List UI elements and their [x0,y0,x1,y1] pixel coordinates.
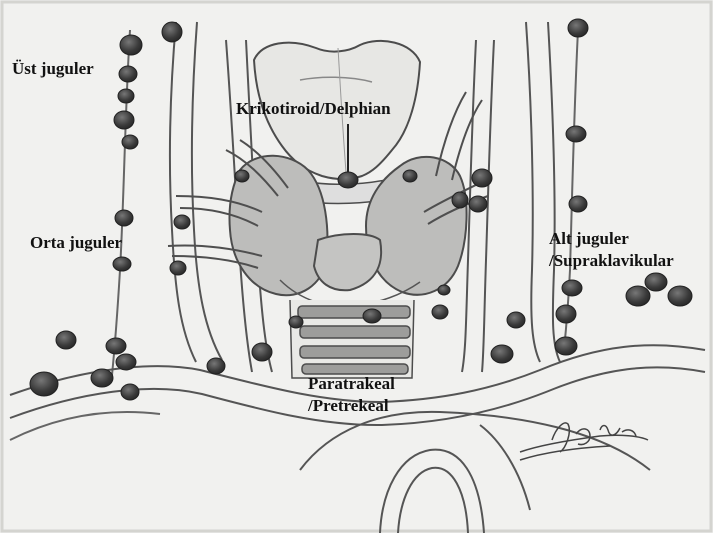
lymph-node [56,331,76,349]
lymph-node [626,286,650,306]
lymph-node [91,369,113,387]
lymph-node [162,22,182,42]
lymph-node [472,169,492,187]
lymph-node [566,126,586,142]
label-orta-juguler: Orta juguler [30,232,122,254]
right-jugular-vein [526,22,560,362]
lymph-node [170,261,186,275]
lymph-node [114,111,134,129]
lymph-node [30,372,58,396]
label-ust-juguler: Üst juguler [12,58,94,80]
lymph-node [207,358,225,374]
left-jugular-vein [170,22,222,362]
lymph-node [174,215,190,229]
lymph-node [116,354,136,370]
tracheal-ring [300,326,410,338]
label-alt-juguler-line2: /Supraklavikular [549,250,674,272]
aortic-arch [300,412,650,533]
left-lower-vessel [10,412,160,440]
lymph-node [556,305,576,323]
lymph-node [562,280,582,296]
trachea [290,300,414,378]
lymph-node [452,192,468,208]
lymph-node [569,196,587,212]
lymph-node [645,273,667,291]
label-alt-juguler-line1: Alt juguler [549,228,674,250]
lymph-node [122,135,138,149]
lymph-node [668,286,692,306]
lymph-node [118,89,134,103]
delphian-node [338,172,358,188]
label-paratrakeal: Paratrakeal /Pretrekeal [308,373,395,417]
lymph-node [115,210,133,226]
lymph-node [113,257,131,271]
label-paratrakeal-line2: /Pretrekeal [308,395,395,417]
tracheal-ring [300,346,410,358]
lymph-node [555,337,577,355]
label-alt-juguler: Alt juguler /Supraklavikular [549,228,674,272]
lymph-node [491,345,513,363]
lymph-node [120,35,142,55]
lymph-node [106,338,126,354]
lymph-node [469,196,487,212]
lymph-node [235,170,249,182]
lymph-node [568,19,588,37]
label-paratrakeal-line1: Paratrakeal [308,373,395,395]
lymph-node [119,66,137,82]
lymph-node [507,312,525,328]
lymph-node [289,316,303,328]
lymph-node [363,309,381,323]
tracheal-ring [298,306,410,318]
lymph-node [432,305,448,319]
label-krikotiroid: Krikotiroid/Delphian [236,98,391,120]
lymph-node [121,384,139,400]
lymph-node [403,170,417,182]
right-lymph-chain [564,30,578,350]
lymph-node [438,285,450,295]
lymph-node [252,343,272,361]
